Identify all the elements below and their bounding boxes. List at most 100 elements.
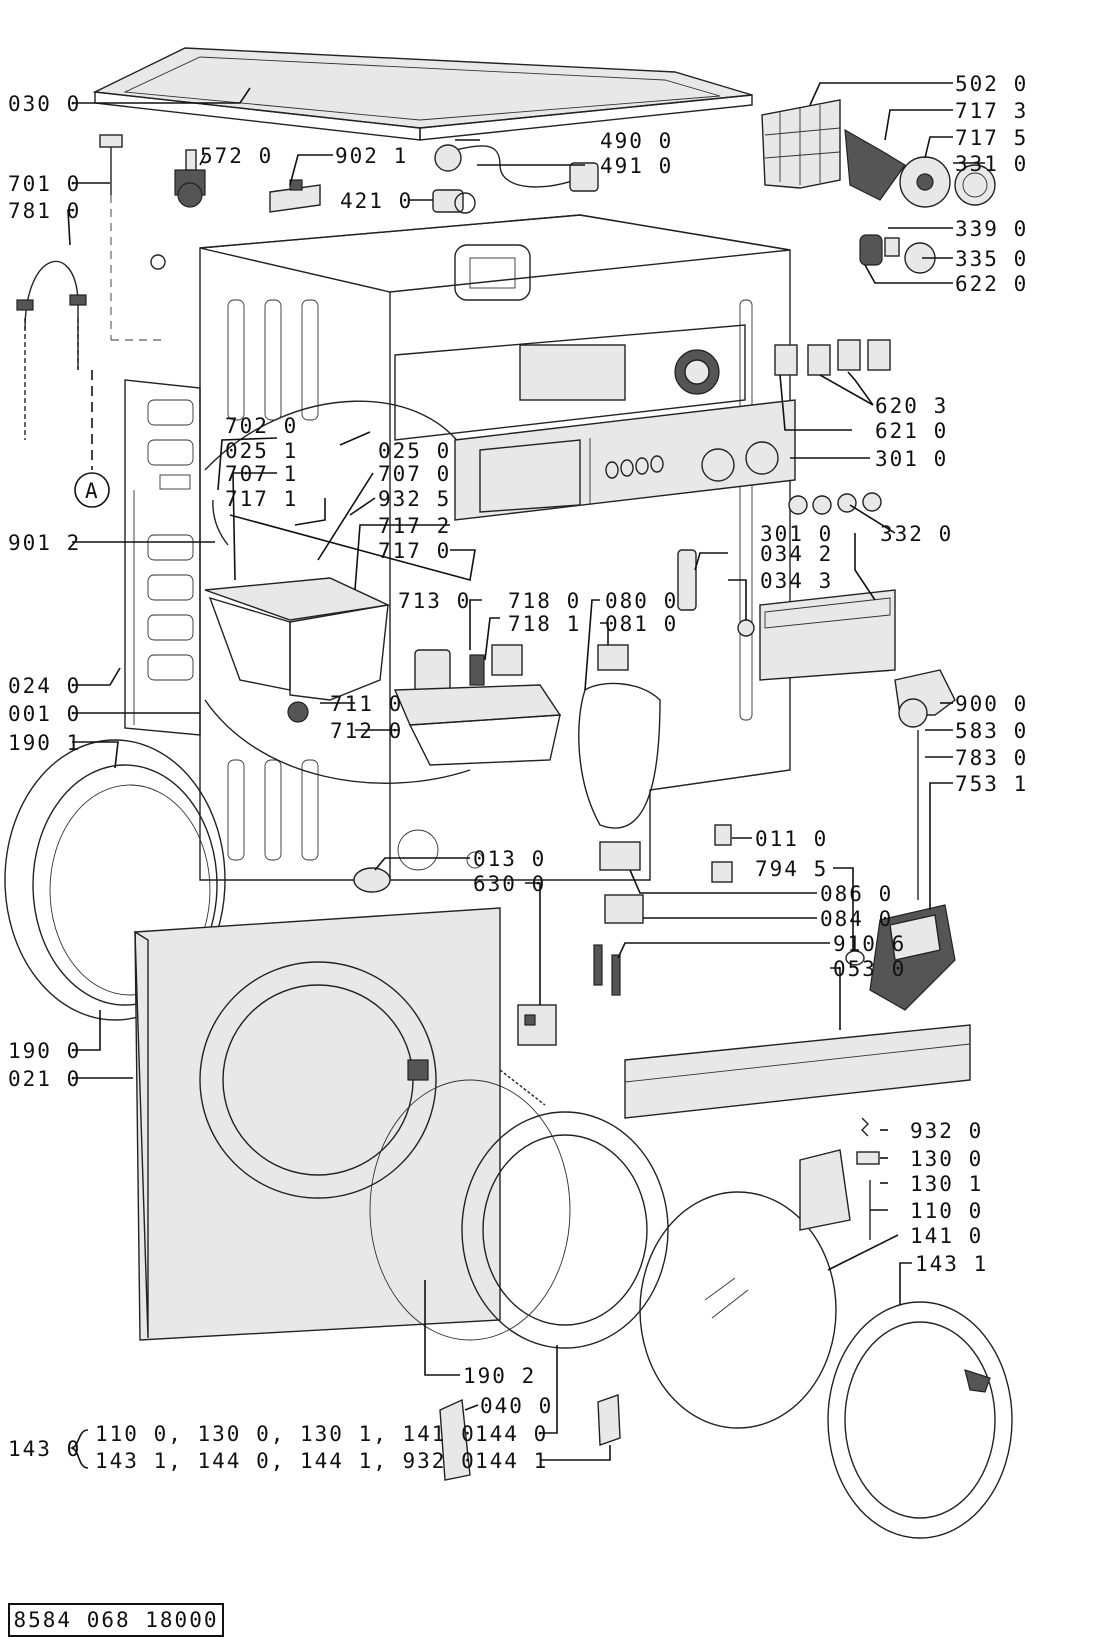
reference-mark-a: A xyxy=(85,479,100,503)
callout-910-6: 910 6 xyxy=(833,932,906,956)
door-handle xyxy=(799,1117,880,1240)
callout-621-0: 621 0 xyxy=(875,419,948,443)
callout-717-0: 717 0 xyxy=(378,539,451,563)
callout-013-0: 013 0 xyxy=(473,847,546,871)
callout-717-5: 717 5 xyxy=(955,126,1028,150)
door-seal-gasket xyxy=(578,644,661,829)
callout-332-0: 332 0 xyxy=(880,522,953,546)
callout-024-0: 024 0 xyxy=(8,674,81,698)
door-bellow xyxy=(4,739,226,1021)
callout-701-0: 701 0 xyxy=(8,172,81,196)
callout-110-0: 110 0 xyxy=(910,1199,983,1223)
callout-620-3: 620 3 xyxy=(875,394,948,418)
callout-712-0: 712 0 xyxy=(330,719,403,743)
assembly-note-line-1: 110 0, 130 0, 130 1, 141 0 xyxy=(95,1422,476,1446)
callout-053-0: 053 0 xyxy=(833,957,906,981)
callout-034-2: 034 2 xyxy=(760,542,833,566)
callout-034-3: 034 3 xyxy=(760,569,833,593)
callout-781-0: 781 0 xyxy=(8,199,81,223)
assembly-note-brace xyxy=(69,1429,89,1469)
callout-144-1: 144 1 xyxy=(475,1449,548,1473)
callout-001-0: 001 0 xyxy=(8,702,81,726)
pipe-701 xyxy=(99,134,166,341)
drain-pump xyxy=(869,904,956,1011)
callout-190-1: 190 1 xyxy=(8,731,81,755)
callout-021-0: 021 0 xyxy=(8,1067,81,1091)
small-parts xyxy=(353,824,865,996)
knob-assembly xyxy=(859,234,936,274)
top-lid xyxy=(92,47,753,141)
callout-794-5: 794 5 xyxy=(755,857,828,881)
assembly-note-part: 143 0 xyxy=(8,1437,81,1461)
callout-753-1: 753 1 xyxy=(955,772,1028,796)
callout-717-3: 717 3 xyxy=(955,99,1028,123)
callout-718-0: 718 0 xyxy=(508,589,581,613)
mains-cable xyxy=(434,144,599,192)
callout-901-2: 901 2 xyxy=(8,531,81,555)
callout-490-0: 490 0 xyxy=(600,129,673,153)
control-console xyxy=(454,399,796,521)
callout-711-0: 711 0 xyxy=(330,692,403,716)
door-lock xyxy=(517,1004,557,1046)
callout-339-0: 339 0 xyxy=(955,217,1028,241)
callout-502-0: 502 0 xyxy=(955,72,1028,96)
door-lamp-holder xyxy=(677,549,755,637)
connector-421 xyxy=(432,189,476,214)
callout-080-0: 080 0 xyxy=(605,589,678,613)
callout-301-0-console: 301 0 xyxy=(875,447,948,471)
callout-718-1: 718 1 xyxy=(508,612,581,636)
callout-130-0: 130 0 xyxy=(910,1147,983,1171)
callout-421-0: 421 0 xyxy=(340,189,413,213)
callout-labels: 030 0 701 0 781 0 572 0 902 1 421 0 490 … xyxy=(8,72,1028,1473)
callout-084-0: 084 0 xyxy=(820,907,893,931)
callout-141-0: 141 0 xyxy=(910,1224,983,1248)
door-glass xyxy=(639,1191,837,1429)
electronic-module xyxy=(761,99,996,208)
callout-040-0: 040 0 xyxy=(480,1394,553,1418)
door-frame-ring xyxy=(369,1079,669,1349)
callout-900-0: 900 0 xyxy=(955,692,1028,716)
inlet-hose xyxy=(16,260,110,508)
callout-130-1: 130 1 xyxy=(910,1172,983,1196)
pressure-switch xyxy=(894,669,956,900)
callout-086-0: 086 0 xyxy=(820,882,893,906)
door-outer-ring xyxy=(827,1301,1013,1539)
cabinet-body xyxy=(199,214,791,881)
callout-144-0: 144 0 xyxy=(475,1422,548,1446)
callout-622-0: 622 0 xyxy=(955,272,1028,296)
assembly-note-line-2: 143 1, 144 0, 144 1, 932 0 xyxy=(95,1449,476,1473)
suppressor xyxy=(269,179,321,213)
callout-335-0: 335 0 xyxy=(955,247,1028,271)
callout-572-0: 572 0 xyxy=(200,144,273,168)
callout-707-0: 707 0 xyxy=(378,462,451,486)
callout-932-0: 932 0 xyxy=(910,1119,983,1143)
callout-707-1: 707 1 xyxy=(225,462,298,486)
dispenser-housing xyxy=(204,499,391,723)
callout-713-0: 713 0 xyxy=(398,589,471,613)
inlet-valve xyxy=(174,149,206,208)
callout-025-0: 025 0 xyxy=(378,439,451,463)
callout-902-1: 902 1 xyxy=(335,144,408,168)
callout-301-0-drawer: 301 0 xyxy=(760,522,833,546)
control-board xyxy=(394,324,746,441)
document-number: 8584 068 18000 xyxy=(8,1603,224,1637)
drawer-front xyxy=(759,589,896,681)
callout-030-0: 030 0 xyxy=(8,92,81,116)
callout-702-0: 702 0 xyxy=(225,414,298,438)
hinges xyxy=(439,1394,621,1481)
callout-717-1: 717 1 xyxy=(225,487,298,511)
callout-081-0: 081 0 xyxy=(605,612,678,636)
callout-331-0: 331 0 xyxy=(955,152,1028,176)
front-panel xyxy=(134,907,501,1341)
kick-panel xyxy=(624,1024,971,1119)
callout-717-2: 717 2 xyxy=(378,514,451,538)
knobs xyxy=(788,492,882,515)
callout-190-0: 190 0 xyxy=(8,1039,81,1063)
leader-lines xyxy=(67,82,985,1461)
callout-630-0: 630 0 xyxy=(473,872,546,896)
callout-583-0: 583 0 xyxy=(955,719,1028,743)
spring xyxy=(499,1069,546,1106)
callout-011-0: 011 0 xyxy=(755,827,828,851)
